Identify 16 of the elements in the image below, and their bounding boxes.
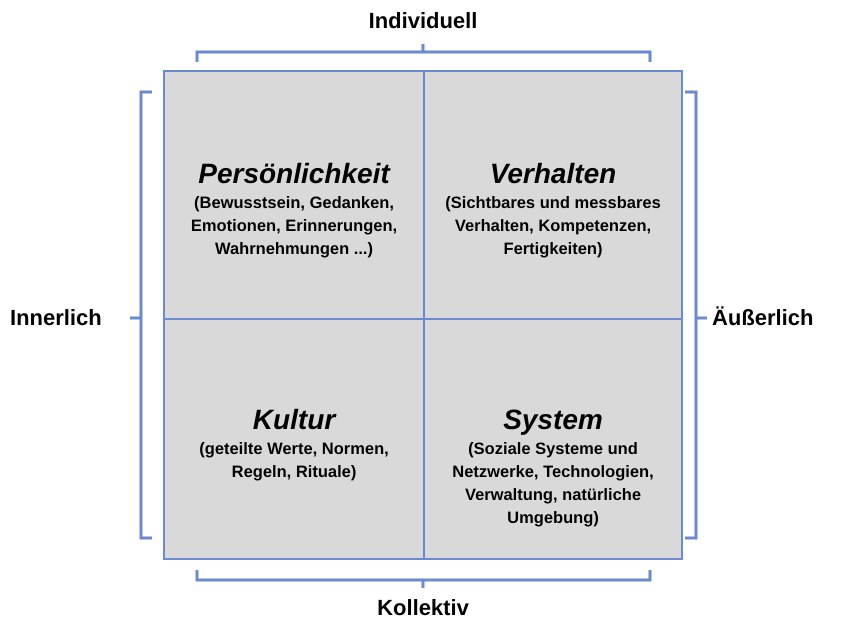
axis-label: Äußerlich: [712, 305, 814, 331]
quadrant-panel: [423, 318, 683, 560]
quadrant-title: Kultur: [252, 404, 336, 436]
quadrant-description: (Bewusstsein, Gedanken, Emotionen, Erinnerungen, Wahrnehmungen ...): [190, 193, 398, 260]
axis-label: Kollektiv: [377, 595, 469, 621]
quadrant-title: System: [503, 404, 603, 436]
axis-label: Individuell: [368, 8, 478, 34]
quadrant-description: (Soziale Systeme und Netzwerke, Technologien, Verwaltung, natürliche Umgebung): [451, 439, 655, 529]
axis-label: Innerlich: [10, 305, 102, 331]
quadrant-panel: [423, 70, 683, 320]
quadrant-panel: [163, 318, 425, 560]
quadrant-description: (Sichtbares und messbares Verhalten, Kompetenzen, Fertigkeiten): [444, 193, 662, 260]
quadrant-description: (geteilte Werte, Normen, Regeln, Rituale): [198, 439, 390, 483]
quadrant-title: Persönlichkeit: [198, 158, 390, 190]
quadrant-title: Verhalten: [490, 158, 616, 190]
quadrant-panel: [163, 70, 425, 320]
